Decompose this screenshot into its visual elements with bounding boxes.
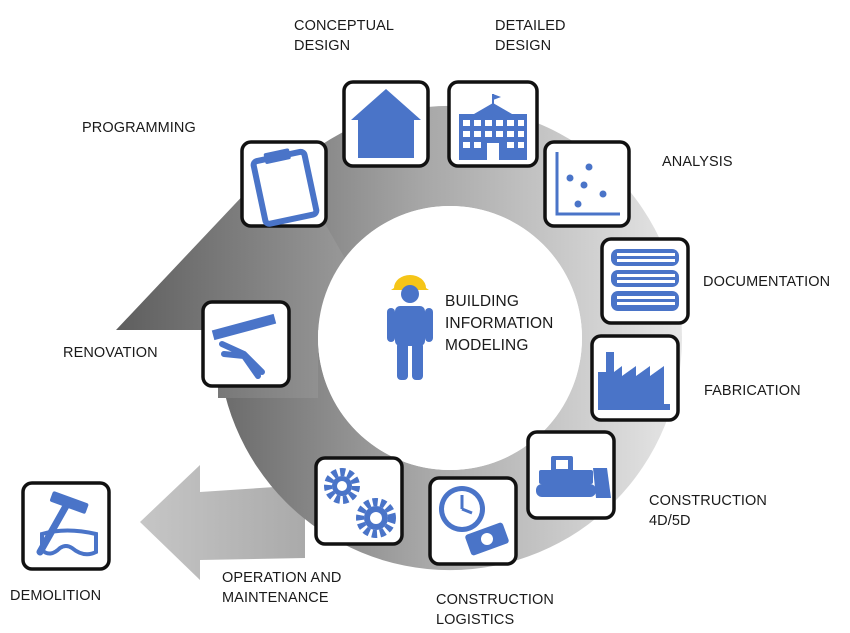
stage-box-renovation (201, 300, 291, 388)
label-renovation: RENOVATION (63, 345, 158, 361)
books-icon (611, 249, 679, 311)
label-programming: PROGRAMMING (82, 120, 196, 136)
label-operation-and-maintenance: OPERATION AND MAINTENANCE (222, 570, 342, 606)
house-icon (351, 89, 421, 158)
scatter-plot-icon (555, 152, 620, 216)
gears-icon (324, 468, 396, 538)
label-documentation: DOCUMENTATION (703, 274, 831, 290)
stage-box-operation-and-maintenance (314, 456, 404, 546)
label-construction-4d-5d: CONSTRUCTION 4D/5D (649, 493, 767, 529)
stage-box-demolition (21, 481, 111, 571)
clock-money-icon (439, 486, 509, 556)
label-construction-logistics: CONSTRUCTION LOGISTICS (436, 592, 554, 628)
stage-box-construction-4d-5d (526, 430, 616, 520)
label-fabrication: FABRICATION (704, 383, 801, 399)
clipboard-icon (250, 148, 320, 227)
label-demolition: DEMOLITION (10, 588, 102, 604)
stage-box-detailed-design (447, 80, 539, 168)
ruler-pliers-icon (211, 313, 277, 379)
worker-hardhat-icon (387, 275, 433, 380)
stage-box-analysis (543, 140, 631, 228)
building-icon (459, 94, 527, 160)
stage-box-fabrication (590, 334, 680, 422)
factory-icon (598, 352, 670, 410)
hammer-goggles-icon (36, 491, 98, 557)
demolition-arrow (140, 465, 305, 580)
center-disc (318, 206, 582, 470)
stage-box-construction-logistics (428, 476, 518, 566)
bulldozer-icon (536, 456, 611, 498)
stage-box-programming (240, 140, 328, 228)
label-conceptual-design: CONCEPTUAL DESIGN (294, 18, 395, 54)
label-detailed-design: DETAILED DESIGN (495, 18, 566, 54)
center-label: BUILDING INFORMATION MODELING (445, 293, 554, 354)
label-analysis: ANALYSIS (662, 154, 733, 170)
stage-box-conceptual-design (342, 80, 430, 168)
stage-box-documentation (600, 237, 690, 325)
